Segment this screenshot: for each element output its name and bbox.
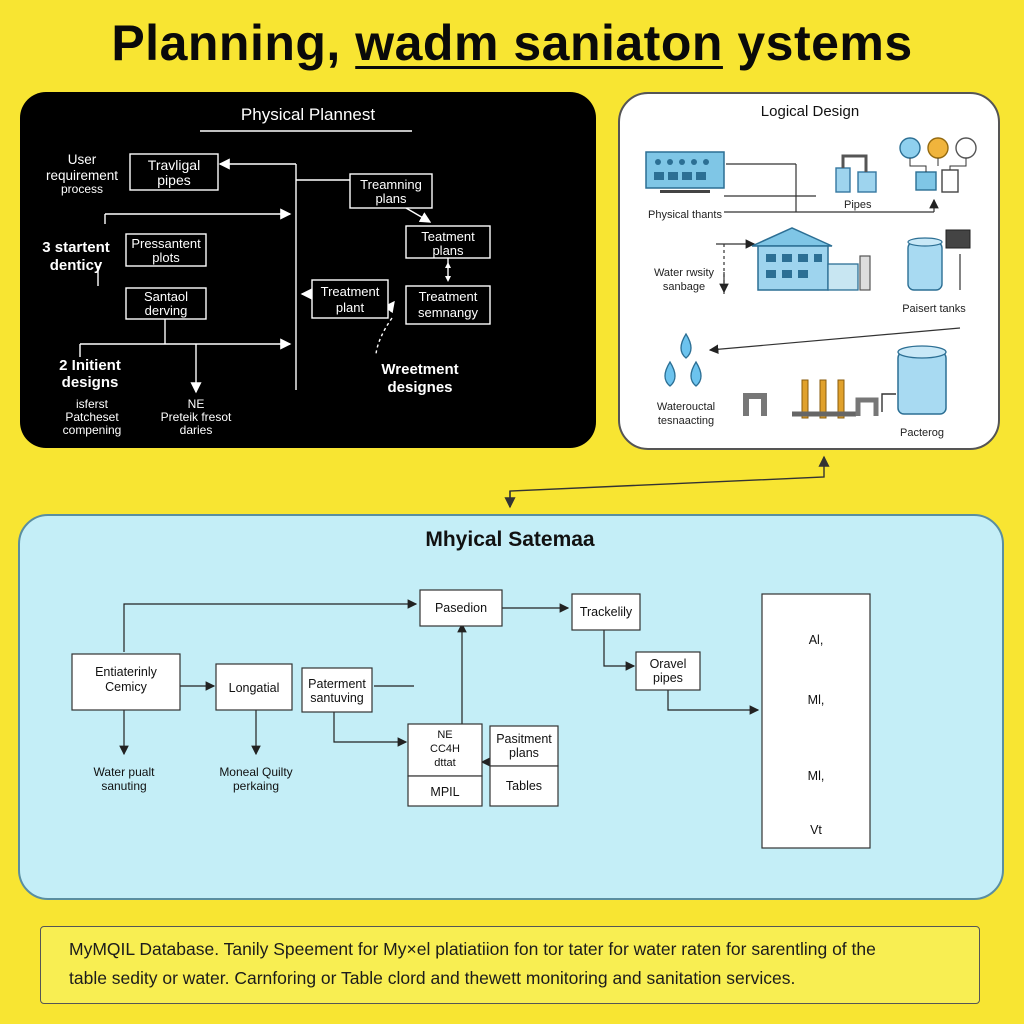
parent-tank-icon (907, 229, 971, 291)
box-trackeliy: Trackelily (580, 605, 633, 619)
label-parent-tanks: Paisert tanks (902, 303, 966, 315)
column-entry-ml-2: Ml, (808, 769, 825, 783)
valve-pipes-icon (743, 379, 879, 419)
column-entry-ml-1: Ml, (808, 693, 825, 707)
column-entry-al: Al, (809, 633, 824, 647)
logical-panel-title: Logical Design (761, 103, 859, 120)
treatment-building-icon (751, 227, 871, 291)
schema-panel-title: Mhyical Satemaa (425, 528, 595, 551)
box-pasedion: Pasedion (435, 601, 487, 615)
label-physical-thants: Physical thants (648, 209, 722, 221)
footer-caption: MyMQIL Database. Tanily Speement for My×… (69, 935, 961, 993)
logical-design-panel: Logical Design Physical thants P (618, 92, 1000, 450)
label-pacterog: Pacterog (900, 427, 944, 439)
column-entry-vt: Vt (810, 823, 822, 837)
box-longatial: Longatial (229, 681, 280, 695)
footer-caption-box: MyMQIL Database. Tanily Speement for My×… (40, 926, 980, 1004)
panel-link-arrow (504, 455, 830, 509)
control-panel-icon (645, 151, 725, 193)
storage-tank-icon (881, 345, 947, 415)
footer-line-2: table sedity or water. Carnforing or Tab… (69, 968, 796, 988)
physical-panel-title: Physical Plannest (241, 105, 375, 124)
box-mpil: MPIL (430, 785, 459, 799)
page-title: Planning, wadm saniaton ystems (111, 15, 913, 71)
sensor-icons (899, 137, 977, 193)
box-tables: Tables (506, 779, 542, 793)
label-pipes: Pipes (844, 199, 872, 211)
pipes-icon (835, 154, 877, 193)
physical-schema-panel: Mhyical Satemaa (18, 514, 1004, 900)
footer-line-1: MyMQIL Database. Tanily Speement for My×… (69, 939, 876, 959)
water-drop-icons (664, 332, 702, 387)
